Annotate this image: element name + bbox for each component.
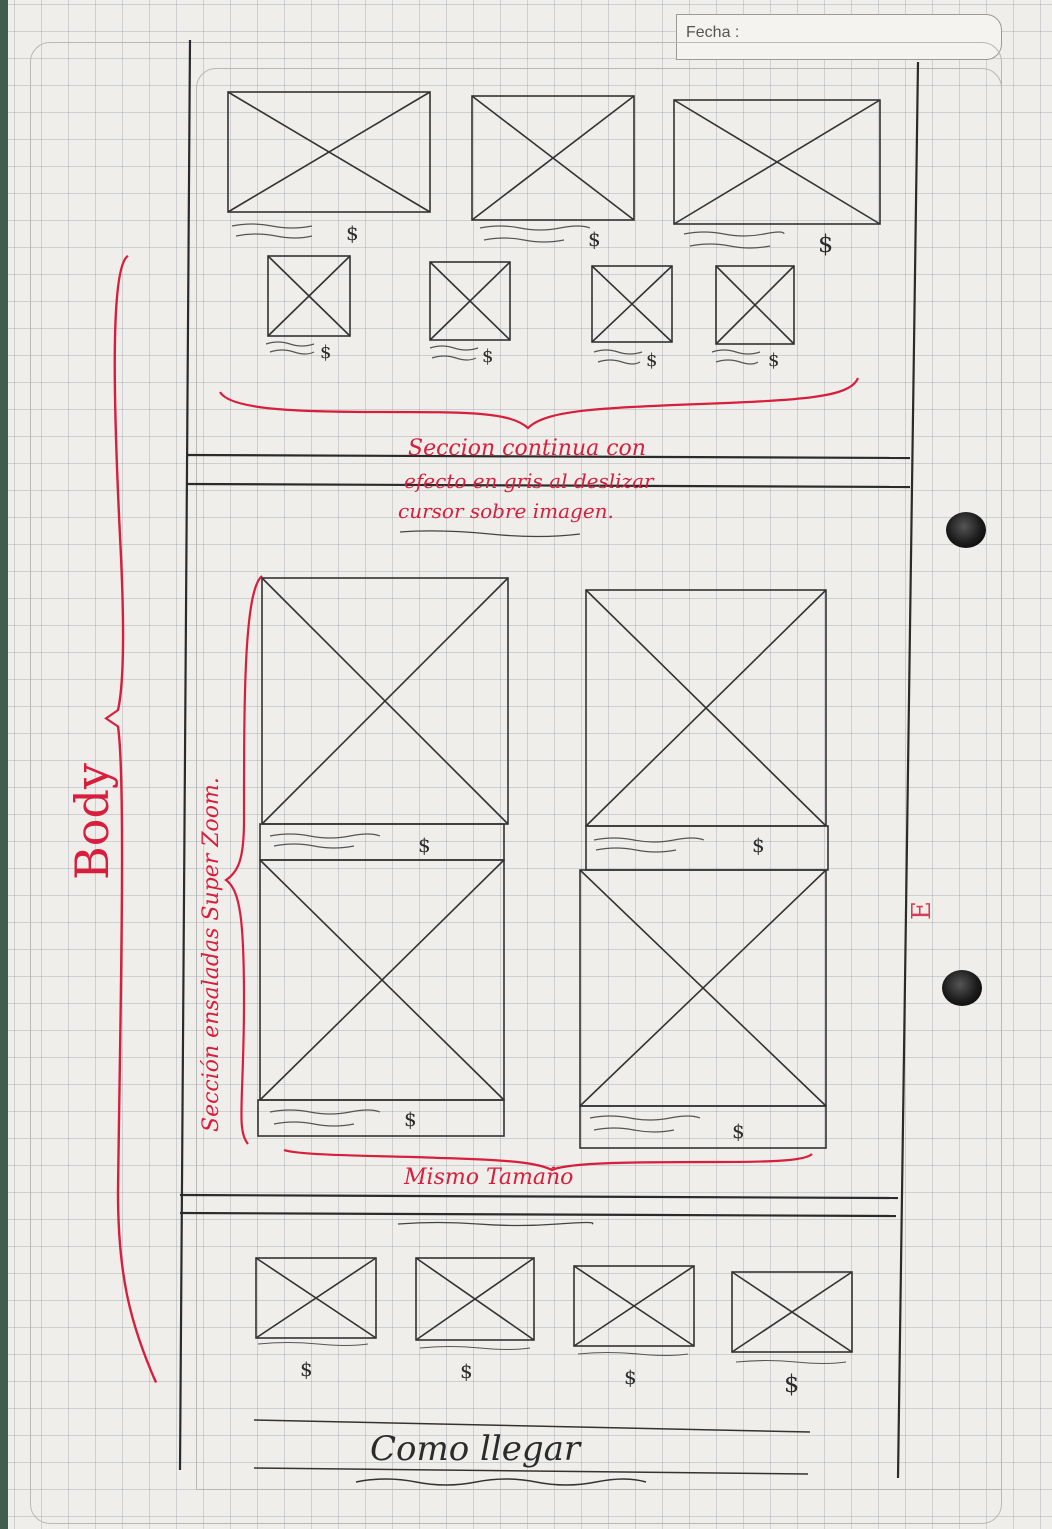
price-mark: $: [320, 342, 331, 363]
note-underline: [399, 530, 581, 538]
bottom-row-images: [255, 1257, 853, 1353]
small-row-captions: [265, 341, 761, 365]
image-placeholder: [227, 91, 431, 213]
section-note-line: cursor sobre imagen.: [398, 499, 614, 523]
binder-hole: [942, 970, 982, 1006]
price-mark: $: [300, 1357, 313, 1381]
price-mark: $: [768, 350, 779, 371]
price-mark: $: [784, 1370, 799, 1398]
body-label: Body: [65, 763, 119, 880]
body-brace: [104, 255, 158, 1383]
image-placeholder: [673, 99, 881, 225]
price-mark: $: [346, 221, 359, 245]
price-mark: $: [818, 230, 833, 258]
price-mark: $: [588, 227, 601, 251]
price-mark: $: [418, 833, 431, 857]
image-placeholder: [471, 95, 635, 221]
same-size-brace: [283, 1148, 813, 1172]
footer-lines: [253, 1419, 811, 1475]
price-mark: $: [482, 346, 493, 367]
side-mark: E: [907, 901, 937, 920]
date-box: [676, 14, 1002, 60]
salad-section-label: Sección ensaladas Super Zoom.: [199, 777, 224, 1132]
footer-underline: [355, 1478, 647, 1486]
price-mark: $: [624, 1365, 637, 1389]
top-row-captions: [231, 223, 785, 249]
inner-border: [196, 68, 1002, 1490]
price-mark: $: [460, 1359, 473, 1383]
price-mark: $: [732, 1119, 745, 1143]
section-note-line: Seccion continua con: [408, 436, 646, 461]
bottom-row-captions: [257, 1341, 847, 1365]
section-heading-line: [397, 1221, 594, 1227]
section-note-line: efecto en gris al deslizar: [404, 469, 655, 493]
small-row-images: [267, 255, 795, 345]
layout-lines: [178, 39, 920, 1479]
same-size-label: Mismo Tamaño: [403, 1165, 573, 1190]
salad-grid: [257, 577, 829, 1149]
salad-brace: [224, 575, 263, 1145]
section-brace: [219, 377, 860, 430]
footer-title: Como llegar: [370, 1429, 582, 1469]
price-mark: $: [752, 833, 765, 857]
date-label: Fecha :: [686, 24, 740, 41]
price-mark: $: [404, 1107, 417, 1131]
top-row-images: [227, 91, 881, 225]
salad-captions: [269, 833, 705, 1133]
price-mark: $: [646, 350, 657, 371]
binder-hole: [946, 512, 986, 548]
